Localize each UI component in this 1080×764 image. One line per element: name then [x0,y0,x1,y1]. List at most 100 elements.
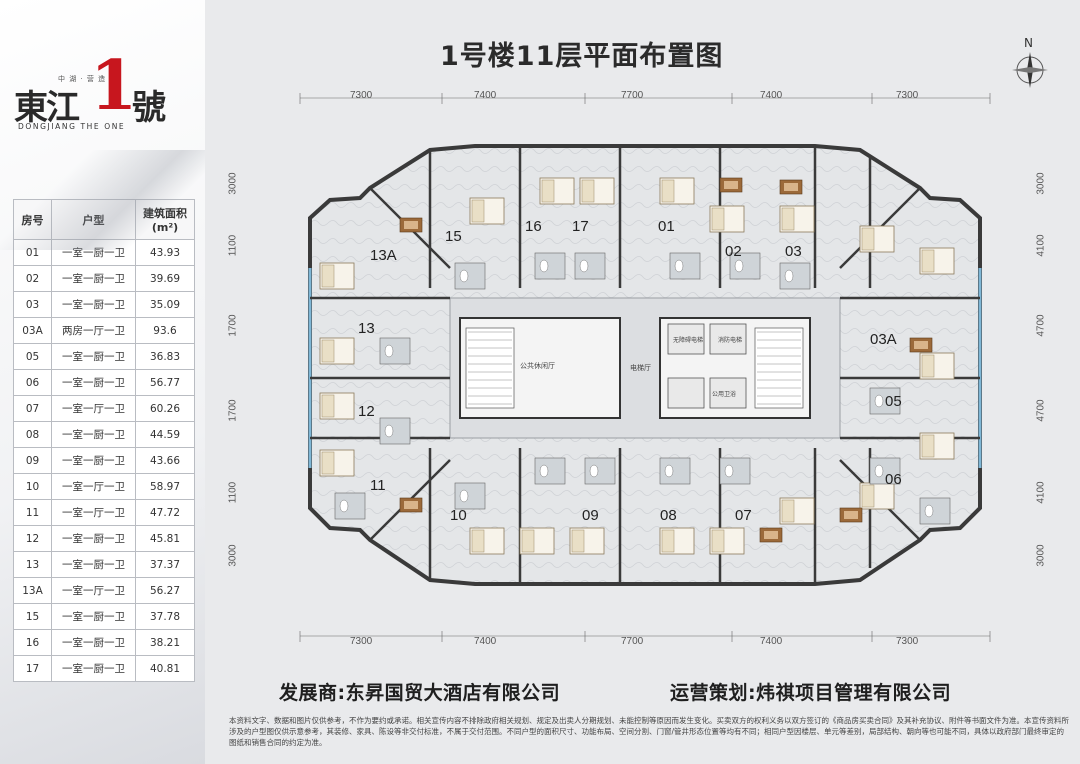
layout-cell: 一室一厨一卫 [51,603,136,630]
area-cell: 43.93 [135,239,195,266]
unit-label: 12 [358,403,375,420]
dimension-label: 7400 [760,636,783,647]
layout-cell: 一室一厨一卫 [51,291,136,318]
unit-label: 17 [572,218,589,235]
unit-label: 01 [658,218,675,235]
room-no-cell: 06 [13,369,52,396]
area-cell: 93.6 [135,317,195,344]
brand-name-en: DONGJIANG THE ONE [18,122,126,131]
unit-label: 03 [785,243,802,260]
dimension-label: 7400 [474,636,497,647]
compass: N [1010,36,1050,92]
header-room-no: 房号 [13,199,52,240]
lounge-label: 公共休闲厅 [520,361,555,370]
compass-rose-icon [1012,52,1048,88]
unit-label: 05 [885,393,902,410]
dimension-label: 7700 [621,90,644,101]
area-cell: 44.59 [135,421,195,448]
layout-cell: 一室一厨一卫 [51,525,136,552]
room-no-cell: 02 [13,265,52,292]
area-cell: 43.66 [135,447,195,474]
brand-slogan: 中 湖 · 营 造 [58,75,107,83]
left-panel: 中 湖 · 营 造 東江 1 號 DONGJIANG THE ONE 房号 户型… [0,0,205,764]
unit-label: 15 [445,228,462,245]
area-cell: 56.77 [135,369,195,396]
page-title: 1号楼11层平面布置图 [440,41,724,72]
table-header-row: 房号 户型 建筑面积(m²) [13,199,195,240]
unit-label: 07 [735,507,752,524]
layout-cell: 一室一厨一卫 [51,447,136,474]
svg-text:无障碍电梯: 无障碍电梯 [673,336,703,344]
room-no-cell: 16 [13,629,52,656]
disclaimer-text: 本资料文字、数据和图片仅供参考，不作为要约或承诺。相关宣传内容不排除政府相关规划… [229,716,1069,747]
room-no-cell: 01 [13,239,52,266]
layout-cell: 两房一厅一卫 [51,317,136,344]
unit-label: 16 [525,218,542,235]
unit-label: 08 [660,507,677,524]
room-no-cell: 13A [13,577,52,604]
dimension-label: 7400 [474,90,497,101]
area-cell: 36.83 [135,343,195,370]
unit-label: 10 [450,507,467,524]
svg-text:消防电梯: 消防电梯 [718,336,742,344]
area-cell: 39.69 [135,265,195,292]
area-cell: 60.26 [135,395,195,422]
room-no-cell: 09 [13,447,52,474]
svg-text:公用卫浴: 公用卫浴 [712,390,736,398]
room-no-cell: 13 [13,551,52,578]
layout-cell: 一室一厨一卫 [51,551,136,578]
unit-label: 09 [582,507,599,524]
area-cell: 56.27 [135,577,195,604]
brand-name-cn: 東江 [14,88,80,128]
layout-cell: 一室一厨一卫 [51,629,136,656]
layout-cell: 一室一厅一卫 [51,473,136,500]
brand-name-one: 1 [90,46,138,126]
layout-cell: 一室一厨一卫 [51,421,136,448]
room-no-cell: 12 [13,525,52,552]
layout-cell: 一室一厨一卫 [51,265,136,292]
elevator-hall-label: 电梯厅 [630,363,651,372]
brand-logo: 中 湖 · 营 造 東江 1 號 DONGJIANG THE ONE [14,52,194,132]
area-cell: 47.72 [135,499,195,526]
layout-cell: 一室一厨一卫 [51,239,136,266]
layout-cell: 一室一厨一卫 [51,369,136,396]
brand-name-hao: 號 [132,88,166,128]
room-no-cell: 05 [13,343,52,370]
room-no-cell: 03A [13,317,52,344]
dimension-label: 7300 [896,90,919,101]
operator-label: 运营策划:炜祺项目管理有限公司 [670,682,952,704]
area-cell: 37.37 [135,551,195,578]
area-cell: 35.09 [135,291,195,318]
unit-label: 13A [370,247,397,264]
layout-cell: 一室一厨一卫 [51,655,136,682]
compass-north-label: N [1024,36,1033,50]
dimension-label: 7400 [760,90,783,101]
layout-cell: 一室一厅一卫 [51,499,136,526]
layout-cell: 一室一厨一卫 [51,343,136,370]
unit-label: 03A [870,331,897,348]
dimension-label: 7300 [896,636,919,647]
room-no-cell: 07 [13,395,52,422]
area-cell: 45.81 [135,525,195,552]
dimension-label: 7700 [621,636,644,647]
room-no-cell: 08 [13,421,52,448]
unit-label: 11 [370,477,386,494]
unit-label: 13 [358,320,375,337]
